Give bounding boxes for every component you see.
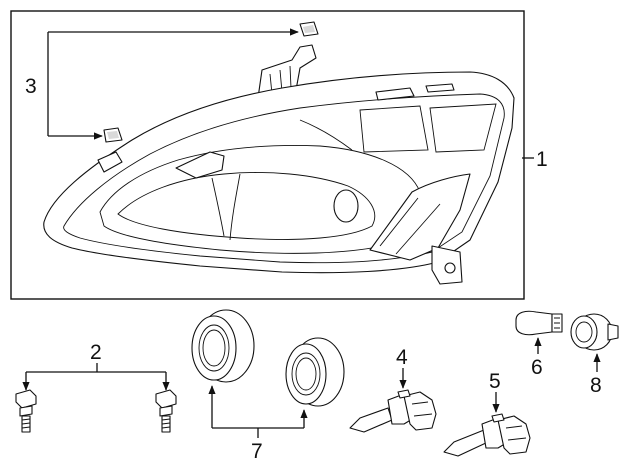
bulb-low-beam[interactable] — [349, 389, 437, 433]
callout-8: 8 — [590, 374, 602, 397]
seal-cap-large[interactable] — [191, 309, 255, 383]
assembly-frame — [10, 10, 525, 300]
leader-callout-2 — [22, 363, 170, 391]
bulb-socket[interactable] — [570, 313, 619, 351]
headlamp-assembly[interactable] — [43, 44, 515, 285]
callout-2: 2 — [90, 341, 102, 364]
leader-callout-3 — [47, 28, 299, 140]
bulb-high-beam[interactable] — [443, 413, 531, 457]
bracket-left[interactable] — [103, 127, 123, 143]
callout-1: 1 — [536, 148, 548, 171]
callout-6: 6 — [531, 356, 543, 379]
callout-4: 4 — [396, 346, 408, 369]
leader-callout-7 — [208, 385, 308, 438]
callout-3: 3 — [25, 75, 37, 98]
bracket-top[interactable] — [299, 21, 319, 37]
callout-7: 7 — [251, 440, 263, 463]
callout-5: 5 — [489, 370, 501, 393]
bracket-small-clip[interactable] — [97, 151, 123, 173]
bulb-side-marker[interactable] — [515, 310, 563, 336]
bolt-right[interactable] — [155, 389, 177, 433]
bolt-left[interactable] — [15, 389, 37, 433]
seal-cap-small[interactable] — [285, 337, 345, 407]
